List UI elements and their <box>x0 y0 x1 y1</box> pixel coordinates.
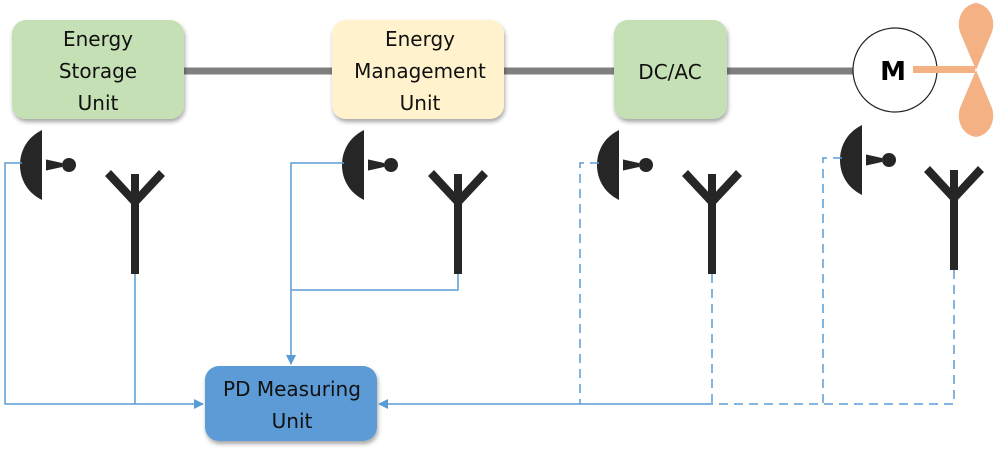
dish-antenna-icon <box>597 130 653 200</box>
energy-storage-label-line-3: Unit <box>78 91 119 115</box>
management-antenna-wire <box>291 274 459 291</box>
energy-management-label-line-1: Energy <box>385 27 455 51</box>
pd-measuring-label-line-1: PD Measuring <box>223 377 361 401</box>
energy-storage-label-line-2: Storage <box>59 59 137 83</box>
signal-wiring-solid <box>4 162 712 409</box>
pd-measuring-unit-box <box>205 366 377 441</box>
motor-shaft <box>913 66 975 73</box>
sensor-group-storage <box>20 130 165 274</box>
pd-measuring-label-line-2: Unit <box>272 409 313 433</box>
dc-ac-block[interactable] <box>614 20 727 119</box>
management-dish-wire <box>286 162 344 365</box>
motor-dish-wire <box>822 157 842 404</box>
dc-ac-label: DC/AC <box>638 60 701 84</box>
energy-storage-unit-block[interactable] <box>12 20 184 119</box>
dish-antenna-icon <box>840 125 896 195</box>
sensor-group-management <box>342 130 488 274</box>
energy-management-label-line-3: Unit <box>400 91 441 115</box>
sensor-group-motor <box>840 125 984 270</box>
propeller-icon <box>958 3 994 137</box>
uhf-antenna-icon <box>105 170 165 274</box>
uhf-antenna-icon <box>682 170 742 274</box>
storage-dish-wire <box>4 162 135 405</box>
dish-antenna-icon <box>342 130 398 200</box>
sensor-group-dcac <box>597 130 742 274</box>
uhf-antenna-icon <box>924 166 984 270</box>
energy-management-label-line-2: Management <box>354 59 486 83</box>
dc-ac-box <box>614 20 727 119</box>
uhf-antenna-icon <box>428 170 488 274</box>
signal-wiring-dashed <box>579 157 955 405</box>
pd-measuring-unit-block[interactable] <box>205 366 377 441</box>
energy-storage-unit-box <box>12 20 184 119</box>
motor-antenna-wire <box>712 270 955 405</box>
dcac-dish-wire <box>579 162 599 404</box>
motor[interactable]: M <box>852 27 975 113</box>
energy-management-unit-box <box>332 20 504 119</box>
energy-management-unit-block[interactable] <box>332 20 504 119</box>
motor-label: M <box>880 57 906 87</box>
dish-antenna-icon <box>20 130 76 200</box>
energy-storage-label-line-1: Energy <box>63 27 133 51</box>
